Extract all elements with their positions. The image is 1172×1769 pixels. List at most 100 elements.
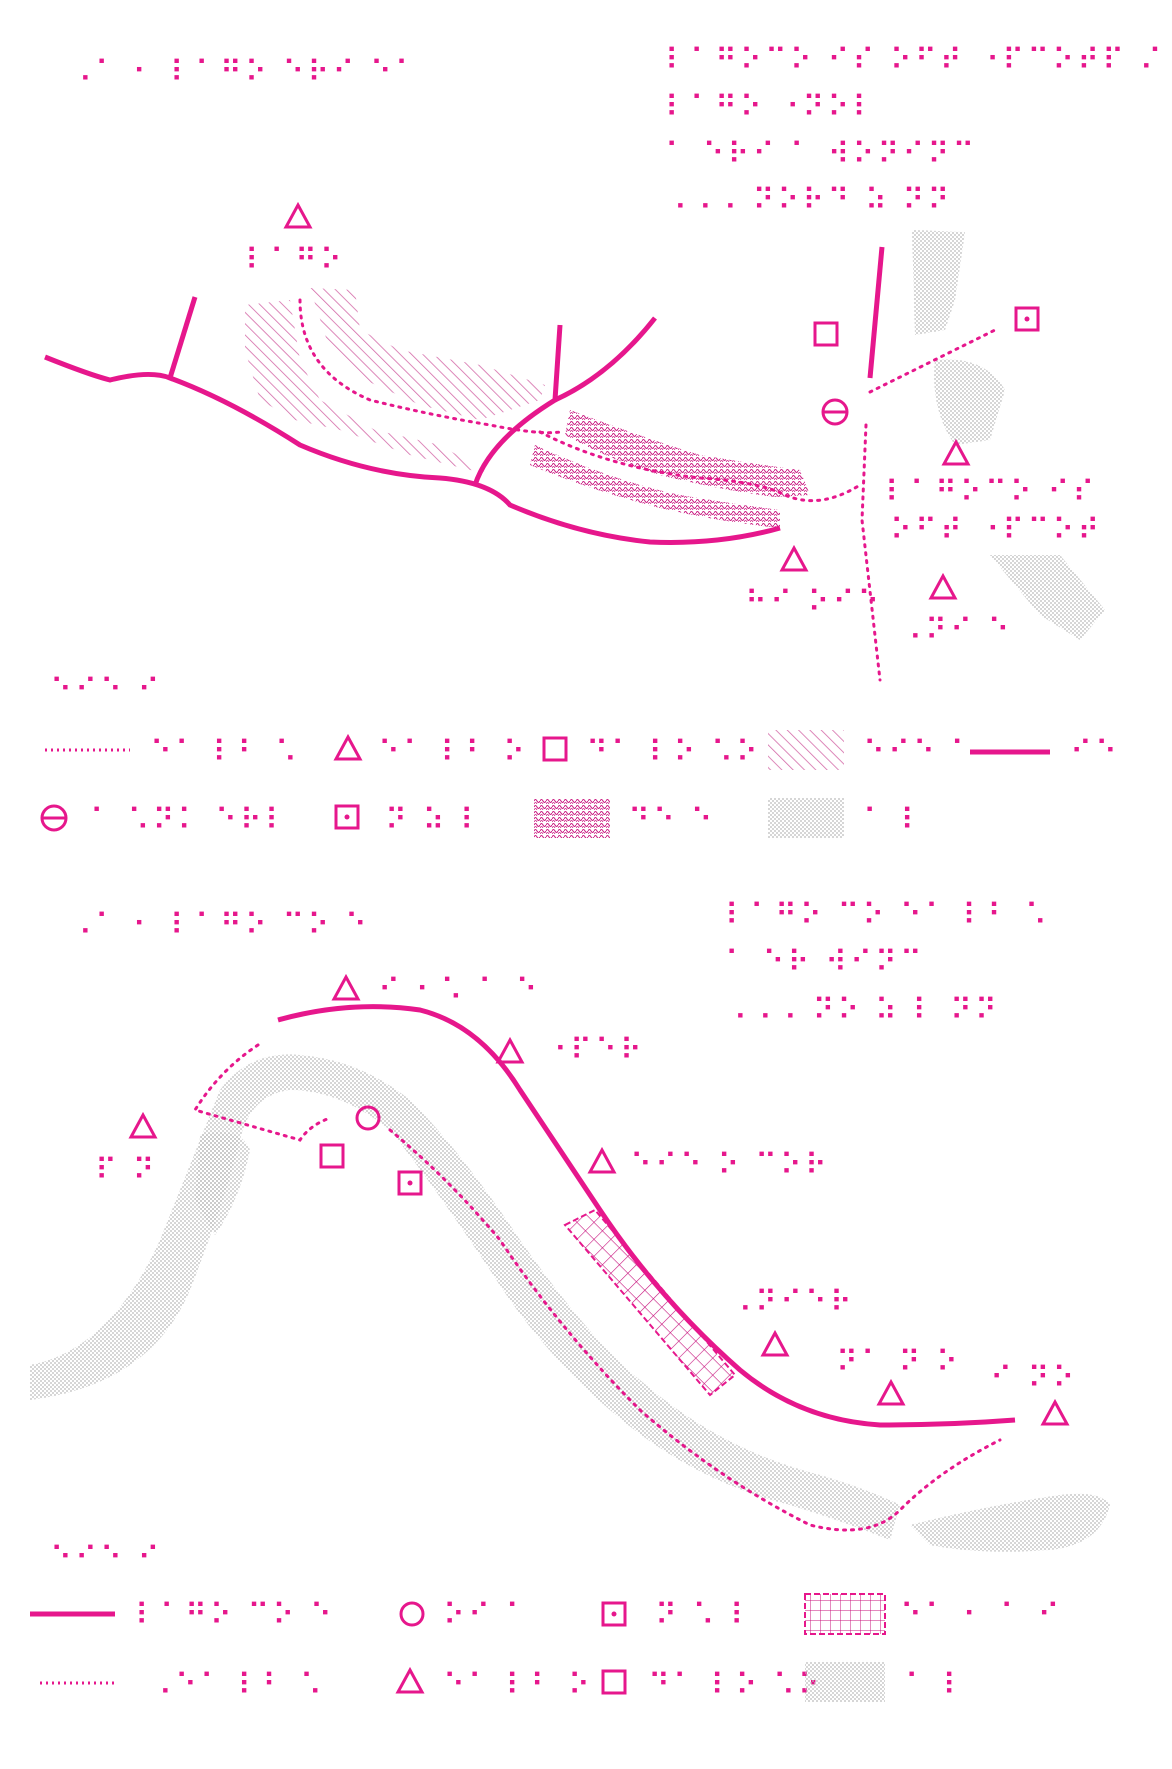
map-2-label-7: ⠊ ⠝⠕ [990, 1361, 1077, 1396]
crosshatch-area [563, 1208, 737, 1397]
map-1-label-peak-top: ⠇⠁⠛⠕ [245, 243, 345, 278]
branch-line-left [167, 296, 198, 379]
map-2-label-4: ⠑⠊⠑ ⠕ ⠉⠕⠗ [630, 1148, 830, 1183]
dotted-trail-loop [192, 1043, 332, 1142]
square-icon [319, 1143, 345, 1169]
map-1-note-line-1: ⠇⠁⠛⠕⠉⠕ ⠊⠎ ⠕⠋⠞ ⠐⠏⠉⠕⠞⠏ ⠌ [665, 43, 1165, 78]
map-1-label-peak-right: ⠇⠁⠛⠕⠉⠕ ⠊⠎ [885, 475, 1097, 510]
dense-pattern-band-upper [565, 410, 810, 497]
stipple-band-main [30, 1054, 900, 1540]
map-1-label-peak-bottom: ⠓⠊ ⠕⠊⠑ [745, 585, 882, 620]
dotted-trail-long [388, 1128, 1002, 1532]
map-2-note-line-1: ⠇⠁⠛⠕ ⠉⠕ ⠑⠁ ⠇⠃ ⠡ [725, 898, 1050, 933]
legend-1-label-dotted-line: ⠑⠁ ⠇⠃ ⠡ [150, 735, 300, 770]
triangle-icon [876, 1378, 906, 1406]
hatched-area-right [310, 288, 545, 420]
legend-1-row-2: ⠁ ⠡⠝⠅ ⠑⠗⠇ ⠝ ⠵ ⠇ ⠙⠑ ⠑ ⠁ ⠇ [40, 798, 925, 838]
circle-icon [355, 1105, 381, 1131]
stipple-swatch [805, 1662, 885, 1702]
legend-1-label-thick-line: ⠊⠑ [1070, 735, 1120, 770]
legend-2-label-square: ⠙⠁ ⠇⠕ ⠡⠕ [648, 1668, 823, 1703]
dotted-square-icon [397, 1170, 423, 1196]
legend-1-title: ⠑⠊⠑ ⠊ [50, 673, 162, 708]
square-icon [542, 736, 568, 762]
legend-2-row-1: ⠇⠁⠛⠕ ⠉⠕ ⠑ ⠕⠊ ⠁ ⠝ ⠡ ⠇ ⠑⠁ ⠂ ⠁ ⠊ [30, 1593, 1062, 1635]
legend-2-label-thick-line: ⠇⠁⠛⠕ ⠉⠕ ⠑ [135, 1598, 335, 1633]
triangle-icon [1040, 1398, 1070, 1426]
triangle-icon [587, 1146, 617, 1174]
stipple-strip-middle [934, 359, 1005, 445]
legend-2-label-triangle: ⠑⠁ ⠇⠃ ⠕ [443, 1668, 593, 1703]
dotted-trail-right [868, 328, 997, 394]
dotted-square-icon [334, 804, 360, 830]
triangle-icon [941, 438, 971, 466]
legend-1-label-hatch: ⠑⠊⠑ ⠁ [863, 735, 975, 770]
map-2-note-line-3: ⠠⠠⠠ ⠝⠕ ⠵ ⠇ ⠝⠝ [725, 993, 1000, 1028]
map-1-note-line-3: ⠁ ⠑⠗⠊ ⠁ ⠺⠕⠝⠊⠝⠉ [665, 137, 977, 172]
stipple-strip-bottom [990, 555, 1105, 640]
legend-1-label-dense-pattern: ⠙⠑ ⠑ [628, 803, 715, 838]
map-1-title: ⠠⠁ ⠂ ⠇⠁⠛⠕ ⠑⠗⠊ ⠑⠁ [70, 55, 420, 90]
stipple-strip-top [912, 230, 965, 335]
triangle-icon [395, 1666, 425, 1694]
map-1-label-peak-right-2: ⠕⠋⠞ ⠐⠏⠉⠕⠞ [890, 513, 1102, 548]
branch-line-vertical [867, 246, 885, 379]
dotted-trail-upper [298, 298, 562, 435]
legend-1-label-triangle: ⠑⠁ ⠇⠃ ⠕ [378, 735, 528, 770]
stipple-patch-left [195, 1132, 250, 1235]
legend-2-label-circle: ⠕⠊ ⠁ [443, 1598, 530, 1633]
map-1: ⠠⠁ ⠂ ⠇⠁⠛⠕ ⠑⠗⠊ ⠑⠁ ⠇⠁⠛⠕⠉⠕ ⠊⠎ ⠕⠋⠞ ⠐⠏⠉⠕⠞⠏ ⠌ … [40, 43, 1165, 838]
legend-1-label-dotted-square: ⠝ ⠵ ⠇ [385, 803, 485, 838]
map-2-label-6: ⠝⠁ ⠝ ⠕ [836, 1345, 961, 1380]
triangle-icon [495, 1036, 525, 1064]
legend-2-label-dotted-line: ⠠⠑⠁ ⠇⠃ ⠡ [150, 1668, 325, 1703]
branch-line-right [553, 316, 657, 403]
dense-pattern-band-lower [530, 445, 780, 528]
main-line-river [44, 354, 781, 545]
map-2-note-line-2: ⠁ ⠑⠗ ⠺⠊⠝⠉ [725, 945, 925, 980]
map-2: ⠠⠁ ⠂ ⠇⠁⠛⠕ ⠉⠕ ⠑ ⠇⠁⠛⠕ ⠉⠕ ⠑⠁ ⠇⠃ ⠡ ⠁ ⠑⠗ ⠺⠊⠝⠉… [30, 898, 1110, 1703]
map-1-note-line-4: ⠠⠠⠠ ⠝⠕⠗⠙ ⠵ ⠝⠝ [665, 183, 952, 218]
legend-2-row-2: ⠠⠑⠁ ⠇⠃ ⠡ ⠑⠁ ⠇⠃ ⠕ ⠙⠁ ⠇⠕ ⠡⠕ ⠁ ⠇ [40, 1662, 967, 1703]
crosshatch-swatch [804, 1593, 886, 1635]
triangle-icon [333, 733, 363, 761]
square-icon [813, 321, 839, 347]
map-2-label-1: ⠊ ⠂⠡ ⠁ ⠑ [378, 973, 540, 1008]
square-icon [601, 1669, 627, 1695]
dotted-square-center [344, 814, 350, 820]
circle-icon [399, 1601, 425, 1627]
legend-2-label-dotted-square: ⠝ ⠡ ⠇ [655, 1598, 755, 1633]
dotted-square-center [407, 1180, 413, 1186]
legend-1-row-1: ⠑⠁ ⠇⠃ ⠡ ⠑⠁ ⠇⠃ ⠕ ⠙⠁ ⠇⠕ ⠡⠕ ⠑⠊⠑ ⠁ ⠊⠑ [45, 730, 1120, 770]
map-1-note-line-2: ⠇⠁⠛⠕ ⠐⠝⠕⠇ [665, 90, 877, 125]
dotted-trail-vertical [860, 423, 882, 682]
legend-2-title: ⠑⠊⠑ ⠊ [50, 1541, 162, 1576]
triangle-icon [928, 572, 958, 600]
legend-1-label-theta-circle: ⠁ ⠡⠝⠅ ⠑⠗⠇ [90, 803, 290, 838]
branch-line-middle [472, 324, 563, 486]
stipple-band-lower-right [910, 1493, 1110, 1552]
legend-1-label-stipple: ⠁ ⠇ [863, 803, 925, 838]
triangle-icon [331, 973, 361, 1001]
main-line-trail [277, 1004, 1016, 1428]
triangle-icon [779, 544, 809, 572]
dotted-square-center [611, 1611, 617, 1617]
dense-pattern-swatch [534, 798, 610, 838]
triangle-icon [760, 1329, 790, 1357]
legend-2-label-crosshatch: ⠑⠁ ⠂ ⠁ ⠊ [900, 1598, 1062, 1633]
triangle-icon [283, 201, 313, 229]
map-2-title: ⠠⠁ ⠂ ⠇⠁⠛⠕ ⠉⠕ ⠑ [70, 908, 370, 943]
legend-2-label-stipple: ⠁ ⠇ [905, 1668, 967, 1703]
dotted-square-icon [1014, 306, 1040, 332]
legend-1-label-square: ⠙⠁ ⠇⠕ ⠡⠕ [586, 735, 761, 770]
map-2-label-5: ⠠⠝⠊⠑⠗ [730, 1285, 855, 1320]
hatch-swatch [768, 730, 844, 770]
hatched-area-left [245, 300, 500, 480]
map-2-label-2: ⠐⠏⠑⠗ [545, 1033, 645, 1068]
dotted-square-icon [601, 1601, 627, 1627]
triangle-icon [128, 1111, 158, 1139]
dotted-trail-middle [538, 430, 862, 503]
dotted-square-center [1024, 316, 1030, 322]
stipple-swatch [768, 798, 844, 838]
